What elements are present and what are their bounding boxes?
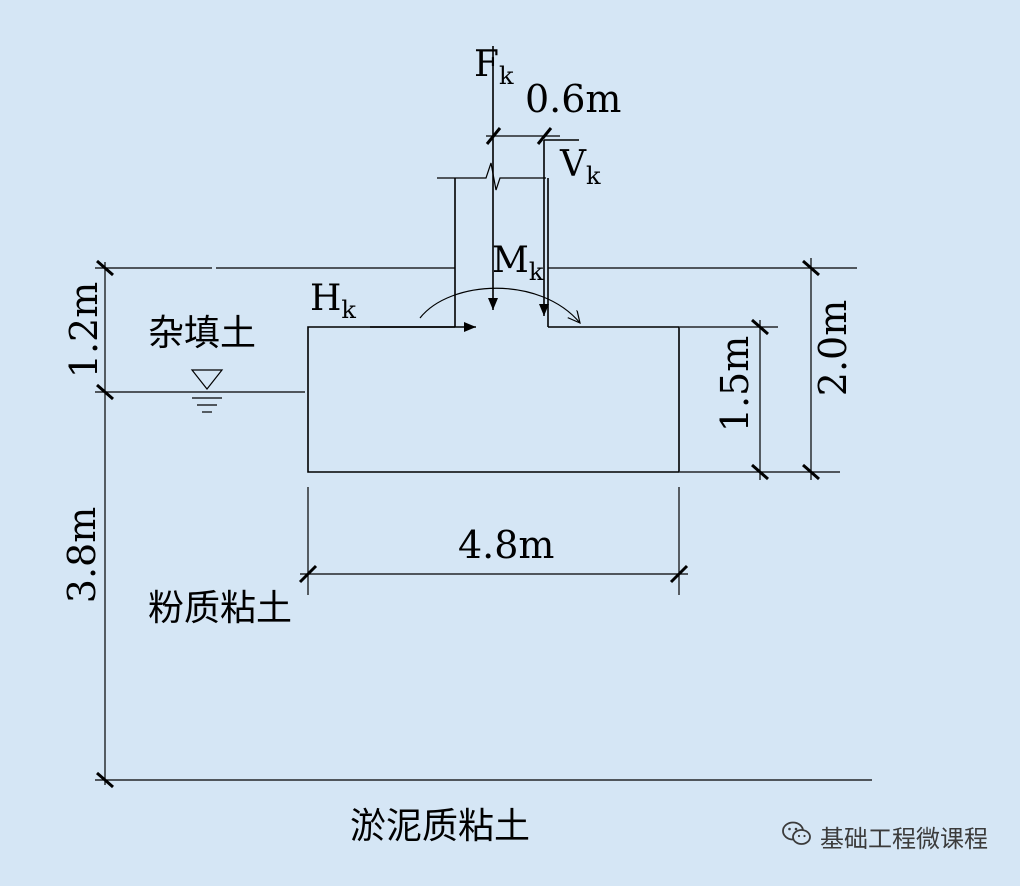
dimension-foundation-width (298, 487, 689, 595)
wechat-icon (782, 820, 812, 853)
foundation-footing (307, 326, 680, 473)
water-table (95, 369, 305, 413)
label-moment: Mk (492, 240, 544, 286)
watermark-text: 基础工程微课程 (820, 825, 988, 853)
label-silty-clay: 粉质粘土 (148, 588, 292, 629)
dimension-embed-depth (802, 258, 820, 481)
label-mucky-clay: 淤泥质粘土 (350, 806, 530, 847)
label-foundation-height: 1.5m (713, 336, 757, 432)
watermark: 基础工程微课程 (782, 819, 988, 854)
label-silty-clay-depth: 3.8m (60, 507, 104, 603)
label-column-width: 0.6m (525, 77, 621, 121)
label-horizontal-load: Hk (310, 278, 356, 324)
label-shear-load: Vk (559, 144, 601, 190)
label-vertical-load: Fk (474, 44, 514, 90)
dimension-left (96, 259, 114, 789)
dimension-column-width (485, 127, 560, 145)
label-embed-depth: 2.0m (811, 300, 855, 396)
moment-arc (419, 287, 580, 323)
dimension-foundation-height (680, 318, 840, 481)
label-foundation-width: 4.8m (458, 523, 554, 567)
label-fill-depth: 1.2m (62, 282, 106, 378)
shear-load-arrow (539, 139, 579, 316)
label-fill-soil: 杂填土 (148, 313, 256, 354)
